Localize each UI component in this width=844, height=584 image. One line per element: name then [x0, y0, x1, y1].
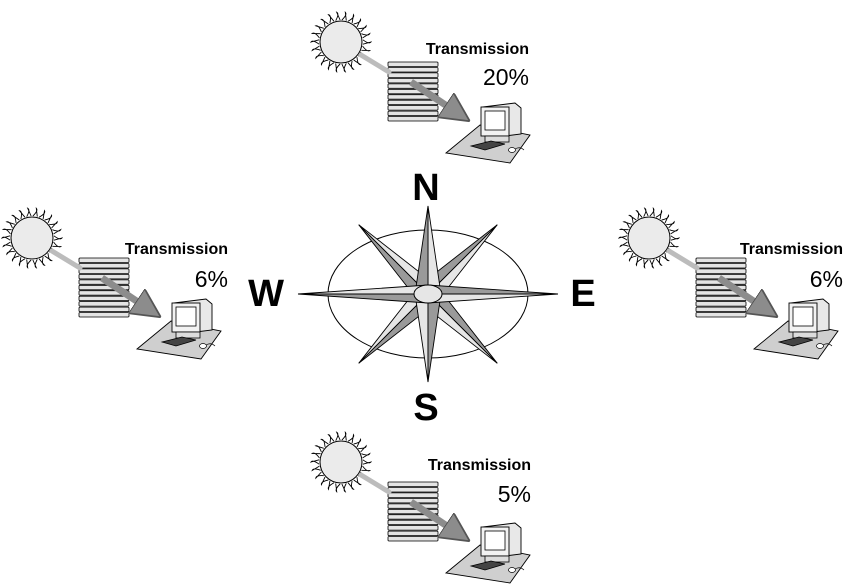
sun-icon	[0, 207, 64, 269]
transmission-value: 6%	[195, 266, 228, 292]
transmission-label: Transmission	[740, 241, 843, 258]
transmitted-light-arrow-icon	[409, 499, 465, 538]
compass-west-label: W	[248, 273, 284, 315]
sun-icon	[309, 11, 373, 73]
compass-north-label: N	[412, 167, 439, 209]
window-scene	[309, 431, 531, 584]
transmission-value: 20%	[483, 64, 529, 90]
transmitted-light-arrow-icon	[409, 79, 465, 118]
sun-icon	[309, 431, 373, 493]
transmitted-light-arrow-icon	[100, 275, 156, 314]
computer-workstation-icon	[752, 298, 839, 360]
transmission-value: 5%	[498, 481, 531, 507]
compass-east-label: E	[570, 273, 595, 315]
window-scene	[309, 11, 531, 164]
window-scene	[0, 207, 222, 360]
sunlight-beam	[358, 52, 392, 75]
transmission-label: Transmission	[125, 241, 228, 258]
transmission-value: 6%	[810, 266, 843, 292]
panel-west: Transmission 6%	[0, 207, 228, 360]
sunlight-beam	[666, 248, 700, 271]
panel-north: Transmission 20%	[309, 11, 531, 164]
sunlight-beam	[358, 472, 392, 495]
transmission-label: Transmission	[428, 457, 531, 474]
panel-south: Transmission 5%	[309, 431, 531, 584]
computer-workstation-icon	[444, 102, 531, 164]
window-blinds-icon	[78, 257, 130, 318]
panel-east: Transmission 6%	[617, 207, 843, 360]
transmitted-light-arrow-icon	[717, 275, 773, 314]
compass-south-label: S	[413, 387, 438, 429]
sunlight-beam	[49, 248, 83, 271]
sun-icon	[617, 207, 681, 269]
compass-hub	[413, 284, 443, 304]
computer-workstation-icon	[444, 522, 531, 584]
window-blinds-icon	[387, 481, 439, 542]
computer-workstation-icon	[135, 298, 222, 360]
window-scene	[617, 207, 839, 360]
transmission-label: Transmission	[426, 41, 529, 58]
compass-rose	[297, 205, 559, 383]
